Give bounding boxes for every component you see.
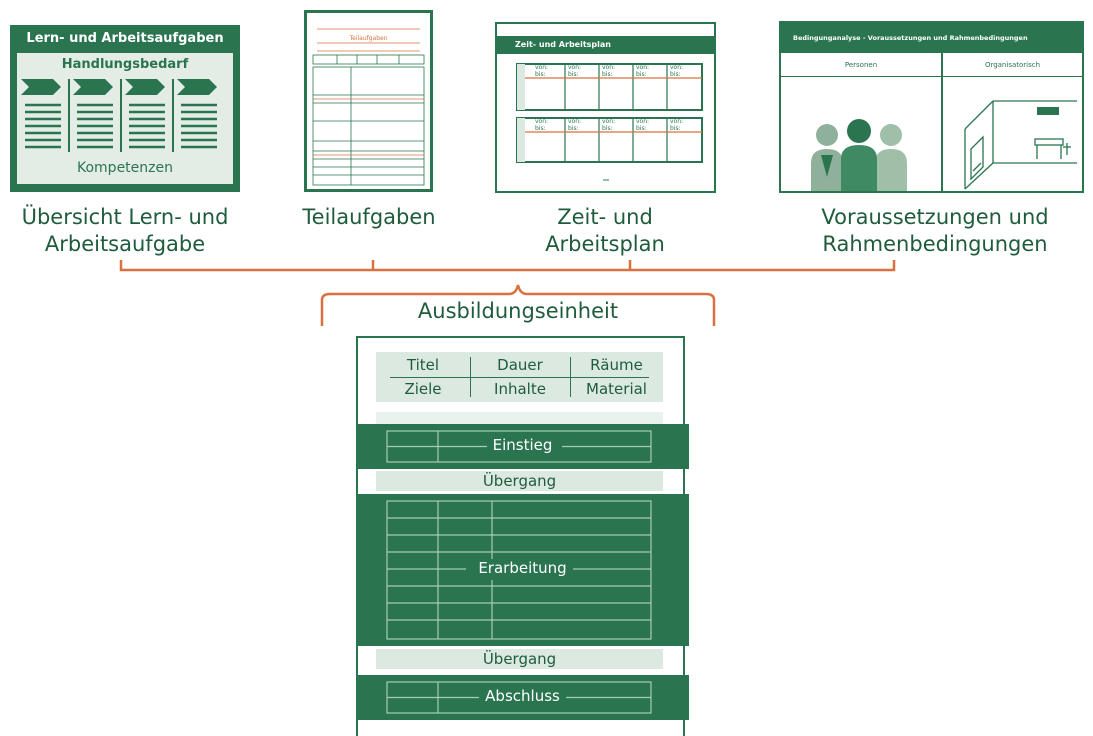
caption-lernaufgabe-line1: Übersicht Lern- und [21,205,229,229]
phase-uebergang-2: Übergang [376,649,663,669]
header-ziele: Ziele [404,380,442,398]
teilaufgaben-form [312,28,425,186]
phase-erarbeitung: Erarbeitung [356,494,689,646]
kompetenzen-label: Kompetenzen [77,160,173,176]
einstieg-grid [386,430,652,463]
col-personen-label: Personen [844,61,878,69]
teilaufgaben-heading: Teilaufgaben [349,35,388,42]
person-icon [875,124,907,191]
phase-abschluss-label-text: Abschluss [479,687,566,705]
bis-label: bis: [602,71,613,78]
card-zeitplan: Zeit- und Arbeitsplan von:bis: von:bis: … [495,22,716,193]
bis-label: bis: [602,125,613,132]
phase-einstieg: Einstieg [356,424,689,469]
unit-header-row2: Ziele Inhalte Material [376,380,663,400]
bis-label: bis: [535,71,546,78]
unit-header-table: Titel Dauer Räume Ziele Inhalte Material [376,352,663,402]
unit-spacer [376,412,663,424]
von-label: von: [602,64,616,71]
caption-voraussetzungen-line1: Voraussetzungen und [821,205,1049,229]
phase-erarbeitung-label: Erarbeitung [356,559,689,577]
phase-abschluss: Abschluss [356,675,689,720]
phase-uebergang-2-label: Übergang [482,650,557,668]
phase-einstieg-label: Einstieg [356,436,689,454]
bis-label: bis: [568,71,579,78]
phase-abschluss-label: Abschluss [356,687,689,705]
phase-uebergang-1-label: Übergang [482,472,557,490]
von-label: von: [636,118,650,125]
card-lernaufgabe-title: Lern- und Arbeitsaufgaben [26,31,224,46]
teilaufgaben-sheet: Teilaufgaben [307,13,430,189]
von-label: von: [670,64,684,71]
header-dauer: Dauer [497,356,543,374]
von-label: von: [568,64,582,71]
von-label: von: [636,64,650,71]
phase-erarbeitung-label-text: Erarbeitung [472,559,573,577]
unit-title: Ausbildungseinheit [417,299,619,323]
handlungsbedarf-panel: Handlungsbedarf [17,53,233,170]
zeitplan-title: Zeit- und Arbeitsplan [515,40,611,49]
caption-zeitplan-line1: Zeit- und [557,205,653,229]
arrow-icon [73,79,113,95]
arrow-icon [177,79,217,95]
von-label: von: [535,64,549,71]
zeitplan-grid [516,63,703,181]
von-label: von: [670,118,684,125]
voraussetzungen-rule [781,76,1082,77]
abschluss-grid [386,681,652,714]
von-label: von: [535,118,549,125]
header-material: Material [586,380,647,398]
header-titel: Titel [406,356,440,374]
erarbeitung-grid [386,500,652,640]
caption-teilaufgaben: Teilaufgaben [302,205,436,229]
handlungsbedarf-arrows [21,79,217,163]
card-teilaufgaben: Teilaufgaben [304,10,433,192]
handlungsbedarf-label: Handlungsbedarf [61,57,189,72]
von-label: von: [602,118,616,125]
caption-lernaufgabe-line2: Arbeitsaufgabe [44,232,206,256]
caption-zeitplan: Zeit- und Arbeitsplan [520,204,690,258]
unit-header-row1: Titel Dauer Räume [376,356,663,376]
top-brace [119,260,896,326]
people-illustration [811,119,907,191]
voraussetzungen-divider [941,53,943,191]
room-illustration [964,100,1077,190]
kompetenzen-panel: Kompetenzen [17,152,233,184]
bis-label: bis: [568,125,579,132]
header-rule [390,377,649,378]
caption-zeitplan-line2: Arbeitsplan [545,232,665,256]
caption-lernaufgabe: Übersicht Lern- und Arbeitsaufgabe [0,204,250,258]
arrow-icon [21,79,61,95]
card-voraussetzungen: Bedingunganalyse - Voraussetzungen und R… [779,21,1084,193]
zeitplan-header: Zeit- und Arbeitsplan [497,36,714,54]
phase-einstieg-label-text: Einstieg [486,436,559,454]
col-organisatorisch-label: Organisatorisch [984,61,1041,69]
bis-label: bis: [535,125,546,132]
bis-label: bis: [636,71,647,78]
header-col-divider [570,357,571,397]
phase-uebergang-1: Übergang [376,471,663,491]
person-icon [811,124,843,191]
caption-voraussetzungen: Voraussetzungen und Rahmenbedingungen [800,204,1070,258]
arrow-icon [125,79,165,95]
bis-label: bis: [636,125,647,132]
caption-voraussetzungen-line2: Rahmenbedingungen [822,232,1048,256]
voraussetzungen-title: Bedingunganalyse - Voraussetzungen und R… [793,34,1028,42]
person-icon [841,119,877,191]
card-lernaufgabe: Lern- und Arbeitsaufgaben Handlungsbedar… [10,25,240,192]
header-col-divider [470,357,471,397]
bis-label: bis: [670,125,681,132]
von-label: von: [568,118,582,125]
voraussetzungen-header: Bedingunganalyse - Voraussetzungen und R… [781,23,1082,53]
header-inhalte: Inhalte [494,380,546,398]
bis-label: bis: [670,71,681,78]
header-raeume: Räume [590,356,643,374]
